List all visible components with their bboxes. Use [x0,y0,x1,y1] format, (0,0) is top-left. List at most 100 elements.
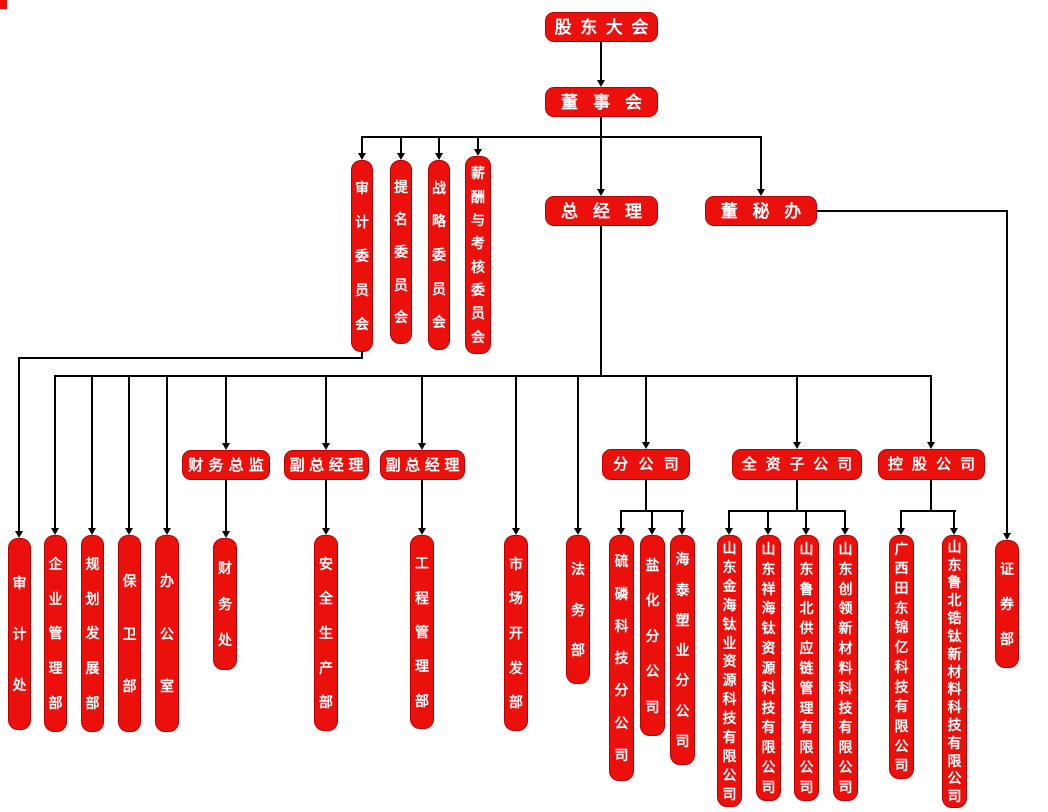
arrowhead-icon [757,189,765,196]
connector-line [900,512,902,530]
node-branch-companies: 分公司 [602,449,690,480]
connector-line [400,138,402,155]
connector-line [651,512,653,530]
connector-line [128,377,130,530]
arrowhead-icon [897,528,905,535]
connector-line [767,512,769,530]
arrowhead-icon [222,531,230,538]
connector-line [930,377,932,444]
node-finance-office: 财务处 [213,538,237,670]
node-haitai-plastics-branch: 海泰塑业分公司 [670,535,695,765]
arrowhead-icon [322,528,330,535]
arrowhead-icon [648,528,656,535]
node-nomination-committee: 提名委员会 [390,160,412,344]
arrowhead-icon [678,528,686,535]
arrowhead-icon [725,528,733,535]
connector-line [325,377,327,445]
node-wholly-owned-subsidiaries: 全资子公司 [732,449,862,480]
arrowhead-icon [418,443,426,450]
connector-line [796,480,798,512]
connector-line [325,480,327,530]
connector-line [477,138,479,151]
node-holding-companies: 控股公司 [878,449,985,480]
node-audit-committee: 审计委员会 [351,160,373,352]
node-board-secretary-office: 董秘办 [705,196,817,226]
arrowhead-icon [597,189,605,196]
arrowhead-icon [51,528,59,535]
connector-line [844,512,846,530]
connector-line [361,136,762,138]
arrowhead-icon [841,528,849,535]
connector-line [91,377,93,530]
node-xianghai-titanium-co: 山东祥海钛资源科技有限公司 [756,535,781,801]
connector-line [421,480,423,530]
connector-line [18,359,20,533]
connector-line [361,138,363,155]
connector-line [681,512,683,530]
node-guangxi-jinyi-co: 广西田东锦亿科技有限公司 [889,535,914,779]
node-audit-office: 审计处 [8,538,31,730]
arrowhead-icon [15,531,23,538]
connector-line [438,138,440,155]
node-jinhai-titanium-co: 山东金海钛业资源科技有限公司 [717,535,742,807]
node-safety-production-dept: 安全生产部 [314,535,338,731]
node-strategy-committee: 战略委员会 [428,160,450,350]
node-planning-development-dept: 规划发展部 [81,535,104,732]
node-remuneration-appraisal-committee: 薪酬与考核委员会 [465,156,491,354]
arrowhead-icon [512,528,520,535]
node-shareholders-meeting: 股东大会 [545,12,658,42]
connector-line [361,352,363,359]
arrowhead-icon [597,80,605,87]
connector-line [225,480,227,532]
connector-line [600,226,602,377]
arrowhead-icon [88,528,96,535]
arrowhead-icon [418,528,426,535]
connector-line [620,510,684,512]
connector-line [817,210,1008,212]
node-deputy-gm-2: 副总经理 [380,450,465,480]
connector-line [54,377,56,530]
arrowhead-icon [950,528,958,535]
connector-line [54,375,932,377]
arrowhead-icon [793,442,801,449]
connector-line [805,512,807,530]
node-engineering-management-dept: 工程管理部 [410,535,434,729]
arrowhead-icon [358,153,366,160]
connector-line [225,377,227,445]
connector-line [728,510,846,512]
connector-line [421,377,423,445]
connector-line [166,377,168,530]
node-cfo: 财务总监 [182,450,270,480]
node-sulfur-phosphorus-branch: 硫磷科技分公司 [609,535,634,781]
connector-line [577,377,579,530]
connector-line [728,512,730,530]
connector-line [600,42,602,82]
arrowhead-icon [574,528,582,535]
node-security-dept: 保卫部 [118,535,141,732]
arrowhead-icon [802,528,810,535]
arrowhead-icon [222,443,230,450]
connector-line [18,357,363,359]
connector-line [953,512,955,530]
arrowhead-icon [397,153,405,160]
node-salt-chemical-branch: 盐化分公司 [640,535,665,736]
node-lubei-supply-chain-co: 山东鲁北供应链管理有限公司 [794,535,819,801]
arrowhead-icon [435,153,443,160]
connector-line [645,377,647,444]
arrowhead-icon [1003,533,1011,540]
connector-line [900,510,956,512]
node-market-development-dept: 市场开发部 [504,535,528,731]
arrowhead-icon [322,443,330,450]
connector-line [930,480,932,512]
connector-line [620,512,622,530]
node-board-of-directors: 董事会 [545,87,658,117]
connector-line [1006,210,1008,535]
connector-line [600,117,602,138]
arrowhead-icon [163,528,171,535]
arrowhead-icon [617,528,625,535]
arrowhead-icon [125,528,133,535]
node-lubei-zirconium-titanium-co: 山东鲁北锆钛新材料科技有限公司 [942,535,967,808]
corner-artifact [0,0,7,9]
node-legal-dept: 法务部 [566,535,590,684]
